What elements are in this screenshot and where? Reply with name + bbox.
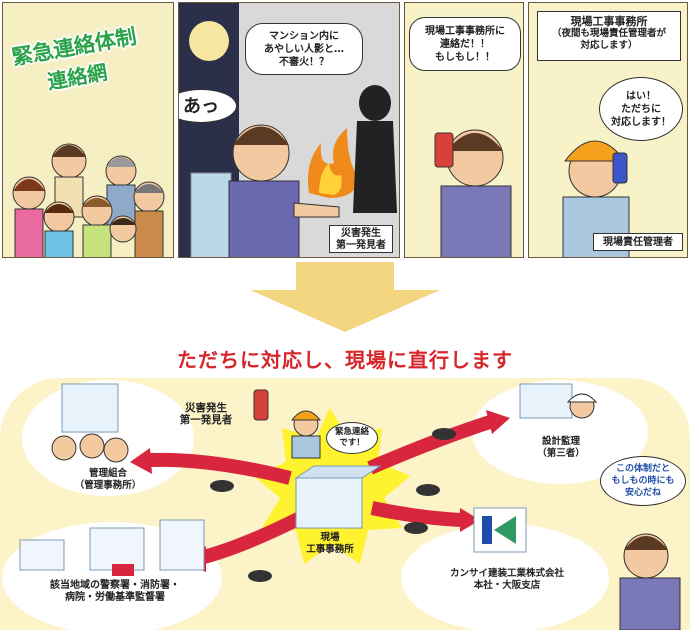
speech-line-1: 現場工事事務所に bbox=[425, 25, 505, 37]
company-line-2: 本社・大阪支店 bbox=[473, 580, 541, 591]
shout-bubble: あっ bbox=[179, 89, 237, 123]
reassure-bubble: この体制だと もしもの時にも 安心だね bbox=[600, 456, 686, 506]
speech-line-3: もしもし！！ bbox=[435, 51, 495, 63]
speech-line-2: 連絡だ！！ bbox=[440, 38, 490, 50]
company-line-1: カンサイ建装工業株式会社 bbox=[449, 568, 564, 579]
thought-line-1: マンション内に bbox=[269, 30, 339, 42]
authorities-label: 該当地域の警察署・消防署・ 病院・労働基準監督署 bbox=[10, 580, 220, 604]
company-label: カンサイ建装工業株式会社 本社・大阪支店 bbox=[432, 568, 582, 592]
office-box-line-2: （夜間も現場責任管理者が bbox=[551, 28, 666, 39]
thought-line-3: 不審火！？ bbox=[279, 56, 329, 68]
office-box-line-3: 対応します） bbox=[580, 40, 638, 51]
thought-bubble: マンション内に あやしい人影と… 不審火！？ bbox=[245, 23, 363, 75]
down-arrow bbox=[250, 262, 440, 332]
center-line-2: 工事事務所 bbox=[306, 544, 354, 555]
management-label: 管理組合 （管理事務所） bbox=[48, 468, 168, 492]
urgent-line-2: です！ bbox=[339, 438, 365, 448]
supervisor-line-1: 設計監理 bbox=[541, 436, 580, 447]
caption-line-1: 災害発生 bbox=[341, 228, 381, 239]
reassure-line-2: もしもの時にも bbox=[611, 476, 675, 486]
office-box-line-1: 現場工事事務所 bbox=[570, 15, 648, 28]
center-line-1: 現場 bbox=[320, 532, 340, 543]
reassure-line-1: この体制だと bbox=[615, 464, 670, 474]
site-manager-illustration bbox=[562, 140, 630, 257]
discoverer-line-1: 災害発生 bbox=[185, 402, 227, 414]
urgent-bubble: 緊急連絡 です！ bbox=[326, 422, 378, 454]
comic-panel-4: 現場工事事務所 （夜間も現場責任管理者が 対応します） はい！ ただちに 対応し… bbox=[528, 2, 688, 258]
mgmt-line-2: （管理事務所） bbox=[74, 480, 142, 491]
caller-speech-bubble: 現場工事事務所に 連絡だ！！ もしもし！！ bbox=[409, 17, 521, 71]
discoverer-caption: 災害発生 第一発見者 bbox=[329, 225, 393, 253]
office-info-box: 現場工事事務所 （夜間も現場責任管理者が 対応します） bbox=[537, 11, 681, 61]
manager-line-3: 対応します！ bbox=[611, 116, 671, 128]
authorities-line-2: 病院・労働基準監督署 bbox=[65, 592, 165, 603]
manager-caption: 現場責任管理者 bbox=[593, 233, 683, 251]
manager-line-1: はい！ bbox=[626, 90, 656, 102]
site-office-label: 現場 工事事務所 bbox=[290, 532, 370, 556]
caption-line-2: 第一発見者 bbox=[336, 240, 386, 251]
manager-line-2: ただちに bbox=[621, 103, 661, 115]
family-group-illustration bbox=[12, 143, 165, 257]
urgent-line-1: 緊急連絡 bbox=[334, 427, 369, 437]
discoverer-label: 災害発生 第一発見者 bbox=[156, 402, 256, 426]
caller-illustration bbox=[434, 129, 512, 257]
comic-panel-2: あっ マンション内に あやしい人影と… 不審火！？ 災害発生 第一発見者 bbox=[178, 2, 400, 258]
mgmt-line-1: 管理組合 bbox=[88, 468, 127, 479]
thought-line-2: あやしい人影と… bbox=[264, 43, 344, 55]
manager-speech-bubble: はい！ ただちに 対応します！ bbox=[599, 77, 683, 141]
supervisor-label: 設計監理 （第三者） bbox=[516, 436, 606, 460]
supervisor-line-2: （第三者） bbox=[537, 448, 585, 459]
contact-network-diagram bbox=[2, 380, 681, 630]
authorities-line-1: 該当地域の警察署・消防署・ bbox=[50, 580, 180, 591]
headline: ただちに対応し、現場に直行します bbox=[177, 348, 513, 372]
comic-panel-1: 緊急連絡体制 連絡網 bbox=[2, 2, 174, 258]
discoverer-line-2: 第一発見者 bbox=[179, 414, 233, 426]
reassure-line-3: 安心だね bbox=[624, 488, 661, 498]
comic-panel-3: 現場工事事務所に 連絡だ！！ もしもし！！ bbox=[404, 2, 524, 258]
